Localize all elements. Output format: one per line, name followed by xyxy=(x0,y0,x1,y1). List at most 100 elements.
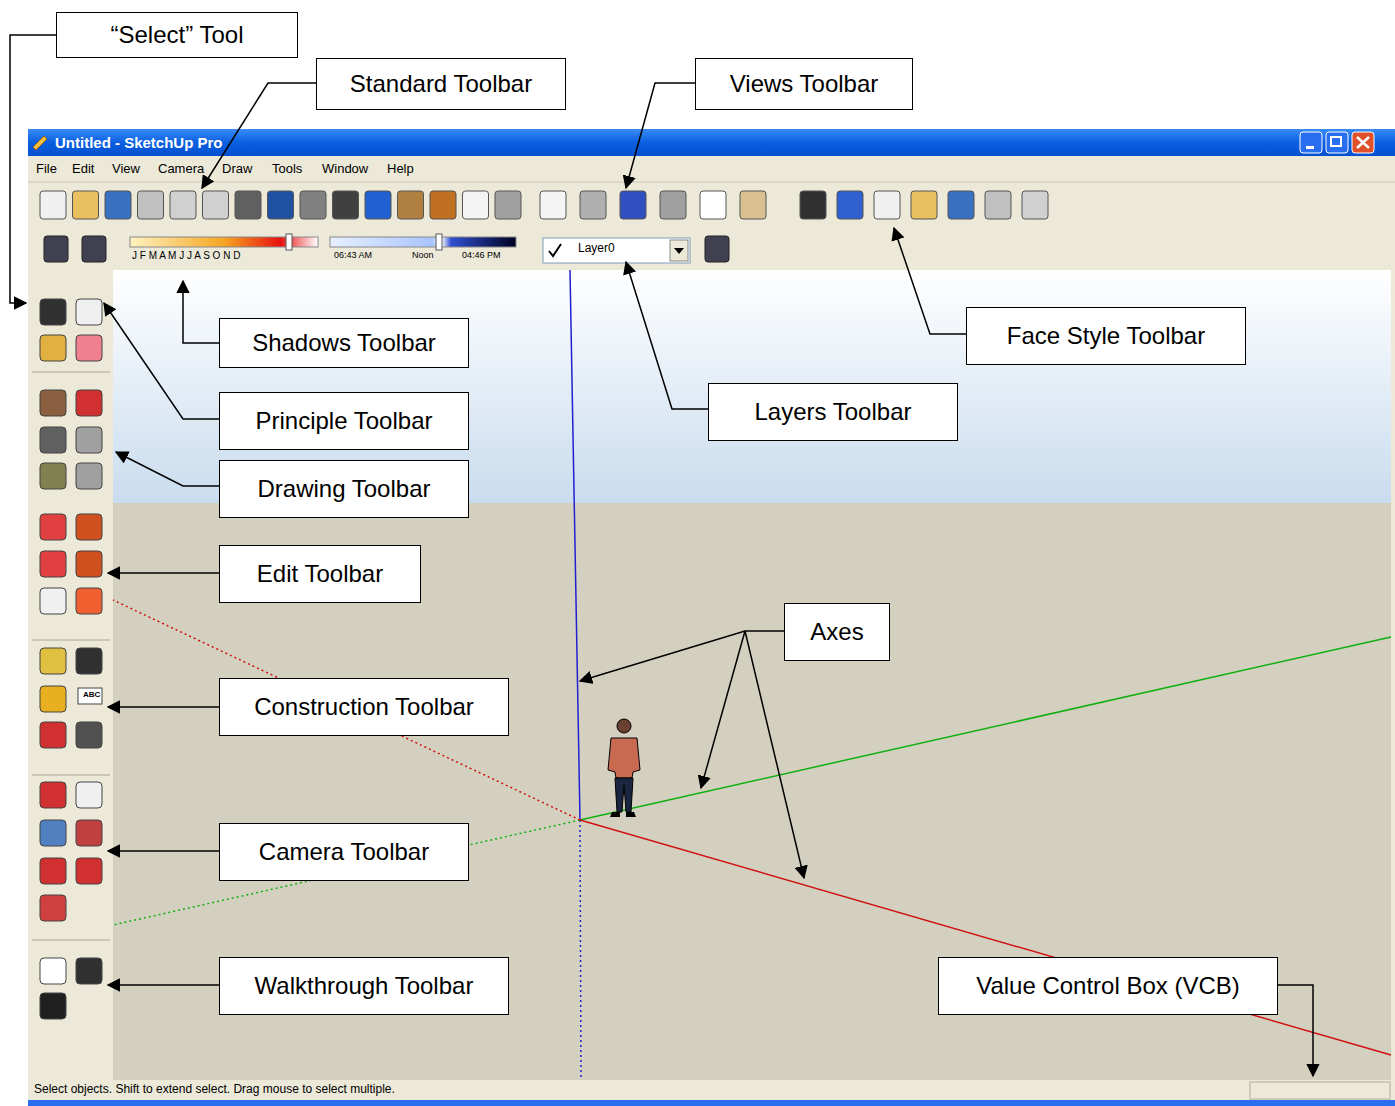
menu-item: Edit xyxy=(72,162,94,177)
tool-icon xyxy=(76,551,102,577)
toolbar-icon xyxy=(800,191,826,219)
title-bar xyxy=(28,129,1395,156)
toolbar-icon xyxy=(985,191,1011,219)
tool-icon xyxy=(40,299,66,325)
menu-item: Camera xyxy=(158,162,204,177)
tool-icon xyxy=(76,782,102,808)
callout-label: Face Style Toolbar xyxy=(1007,322,1205,350)
callout-box: Standard Toolbar xyxy=(316,58,566,110)
tool-icon xyxy=(76,299,102,325)
slider-thumb xyxy=(286,234,292,250)
tool-icon xyxy=(76,820,102,846)
callout-box: “Select” Tool xyxy=(56,12,298,58)
toolbar-icon xyxy=(948,191,974,219)
callout-label: Edit Toolbar xyxy=(257,560,383,588)
tool-icon xyxy=(40,895,66,921)
callout-box: Drawing Toolbar xyxy=(219,460,469,518)
time-label: 06:43 AM xyxy=(334,250,372,260)
leader-line xyxy=(10,35,56,303)
toolbar-icon xyxy=(1022,191,1048,219)
leader-line xyxy=(108,572,219,574)
toolbar-icon xyxy=(138,191,164,219)
tool-icon xyxy=(76,722,102,748)
text-tool-icon xyxy=(78,688,102,704)
icon-text: ABC xyxy=(83,690,100,699)
window-title: Untitled - SketchUp Pro xyxy=(55,134,223,151)
callout-box: Shadows Toolbar xyxy=(219,318,469,368)
leader-line xyxy=(1278,985,1313,1076)
toolbar-icon xyxy=(170,191,196,219)
toolbar-icon xyxy=(235,191,261,219)
month-scale: J F M A M J J A S O N D xyxy=(132,250,240,262)
callout-box: Principle Toolbar xyxy=(219,392,469,450)
ground xyxy=(113,503,1391,1080)
tool-icon xyxy=(40,335,66,361)
menu-divider xyxy=(28,182,1395,183)
dropdown-arrow xyxy=(674,248,684,254)
tool-icon xyxy=(40,551,66,577)
menu-item: Draw xyxy=(222,162,252,177)
toolbar-icon xyxy=(495,191,521,219)
tool-icon xyxy=(40,722,66,748)
leader-line xyxy=(104,303,219,419)
toolbar-icon xyxy=(700,191,726,219)
leader-line xyxy=(745,631,804,878)
toolbar-icon xyxy=(300,191,326,219)
tool-icon xyxy=(76,958,102,984)
callout-box: Walkthrough Toolbar xyxy=(219,957,509,1015)
callout-label: “Select” Tool xyxy=(111,21,244,49)
toolbar-icon xyxy=(82,236,106,262)
time-label: Noon xyxy=(412,250,434,260)
leader-line xyxy=(108,850,219,852)
tool-icon xyxy=(76,858,102,884)
person-figure xyxy=(608,719,640,817)
callout-label: Walkthrough Toolbar xyxy=(255,972,474,1000)
tool-icon xyxy=(40,588,66,614)
status-text: Select objects. Shift to extend select. … xyxy=(34,1083,395,1097)
toolbar-icon xyxy=(398,191,424,219)
toolbar-separator xyxy=(32,640,110,641)
toolbar-icons xyxy=(32,191,1048,1019)
time-slider xyxy=(330,237,516,247)
callout-box: Edit Toolbar xyxy=(219,545,421,603)
leader-line xyxy=(626,262,708,409)
callout-label: Axes xyxy=(810,618,863,646)
tool-icon xyxy=(40,820,66,846)
tool-icon xyxy=(76,463,102,489)
tool-icon xyxy=(76,514,102,540)
toolbar-separator xyxy=(32,372,110,373)
tool-icon xyxy=(40,686,66,712)
tool-icon xyxy=(40,390,66,416)
menu-item: Tools xyxy=(272,162,302,177)
status-bar xyxy=(28,1080,1395,1100)
toolbar-icon xyxy=(44,236,68,262)
toolbar-separator xyxy=(32,940,110,941)
tool-icon xyxy=(40,782,66,808)
menu-item: Help xyxy=(387,162,414,177)
tool-icon xyxy=(76,588,102,614)
tool-icon xyxy=(40,427,66,453)
toolbar-icon xyxy=(660,191,686,219)
toolbar-icon xyxy=(911,191,937,219)
callout-label: Shadows Toolbar xyxy=(252,329,436,357)
tool-icon xyxy=(40,958,66,984)
app-icon xyxy=(33,136,47,150)
callout-box: Camera Toolbar xyxy=(219,823,469,881)
tool-icon xyxy=(40,993,66,1019)
layer-dropdown xyxy=(543,238,690,263)
tool-icon xyxy=(40,514,66,540)
leader-line xyxy=(108,706,219,708)
tool-icon xyxy=(76,427,102,453)
leader-line xyxy=(894,228,966,334)
toolbar-icon xyxy=(874,191,900,219)
toolbar-icon xyxy=(203,191,229,219)
layer-name: Layer0 xyxy=(578,242,615,256)
callout-label: Principle Toolbar xyxy=(256,407,433,435)
toolbar-icon xyxy=(837,191,863,219)
callout-label: Standard Toolbar xyxy=(350,70,532,98)
tool-icon xyxy=(76,390,102,416)
check-mark xyxy=(549,244,561,256)
toolbar-icon xyxy=(333,191,359,219)
toolbar-icon xyxy=(430,191,456,219)
